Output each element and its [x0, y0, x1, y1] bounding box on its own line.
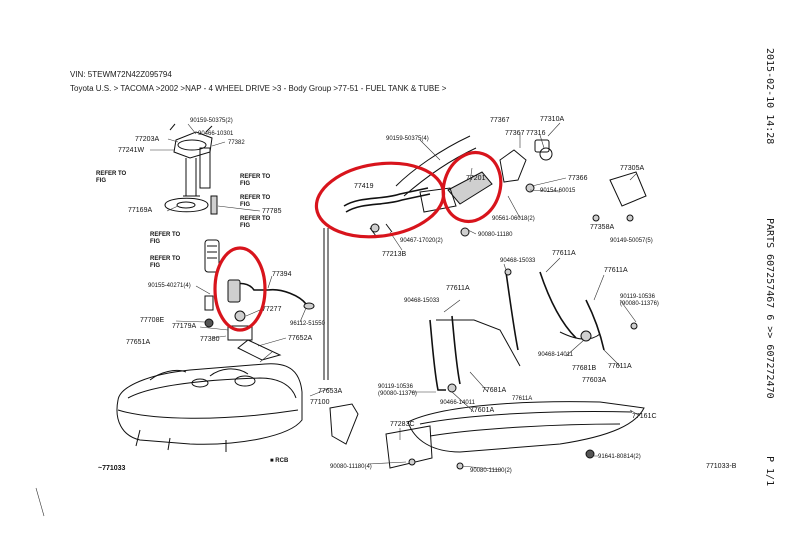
part-label: 77316	[526, 130, 546, 137]
refer-note: REFER TO	[150, 232, 181, 238]
part-label: 77601A	[470, 407, 494, 414]
part-label: 90119-10536	[620, 294, 656, 300]
fuel-pump-assembly	[164, 123, 315, 361]
figure-code-right: 771033-B	[706, 463, 737, 470]
part-label: 90119-10536	[378, 384, 414, 390]
part-label: (90080-11376)	[378, 391, 417, 397]
refer-to-fig-notes: REFER TO FIG REFER TO FIG REFER TO FIG R…	[96, 171, 271, 269]
part-label: 90154-60015	[540, 188, 576, 194]
part-label: 77611A	[512, 396, 532, 402]
part-label: 77241W	[118, 147, 144, 154]
part-label: 77611A	[604, 267, 628, 274]
fuel-tank	[116, 351, 359, 452]
part-label: 77651A	[126, 339, 150, 346]
part-label: 77681A	[482, 387, 506, 394]
refer-note: FIG	[96, 178, 106, 184]
refer-note: FIG	[240, 202, 250, 208]
part-label: 77419	[354, 183, 374, 190]
part-label: 77681B	[572, 365, 596, 372]
part-label: 77179A	[172, 323, 196, 330]
part-label: 77203A	[135, 136, 159, 143]
part-label: 77611A	[608, 363, 632, 370]
part-label: 91641-80814(2)	[598, 454, 641, 460]
scan-mark	[35, 487, 45, 517]
rcb-note: ■ RCB	[270, 458, 289, 464]
part-label: 77367	[490, 117, 510, 124]
refer-note: REFER TO	[240, 216, 271, 222]
part-label: 90466-10301	[198, 131, 234, 137]
part-label: 90080-11180(2)	[470, 468, 512, 474]
part-label: 77653A	[318, 388, 342, 395]
refer-note: FIG	[150, 239, 160, 245]
part-label: 77382	[228, 140, 245, 146]
part-label: (90080-11376)	[620, 301, 659, 307]
part-label: 77708E	[140, 317, 164, 324]
part-label: 77201	[466, 175, 486, 182]
part-label: 77611A	[552, 250, 576, 257]
right-callouts: 90468-15033 90468-15033 77611A 77611A 77…	[330, 250, 659, 474]
part-label: 77169A	[128, 207, 152, 214]
part-label: 77310A	[540, 116, 564, 123]
refer-note: FIG	[240, 181, 250, 187]
red-highlights	[213, 151, 503, 332]
tank-callouts: 77100 77653A ■ RCB	[270, 388, 342, 464]
vin-text: VIN: 5TEWM72N42Z095794	[70, 70, 172, 79]
part-label: 77283C	[390, 421, 415, 428]
part-label: 77652A	[288, 335, 312, 342]
part-label: 77305A	[620, 165, 644, 172]
part-label: 77358A	[590, 224, 614, 231]
highlight-77201-neck	[441, 151, 503, 223]
part-label: 77603A	[582, 377, 606, 384]
part-label: 90159-50375(4)	[386, 136, 429, 142]
refer-note: REFER TO	[240, 174, 271, 180]
refer-note: FIG	[240, 223, 250, 229]
part-label: 90468-15033	[500, 258, 536, 264]
part-label: 90149-50057(5)	[610, 238, 653, 244]
part-label: 77785	[262, 208, 282, 215]
highlight-77419-tube	[314, 161, 446, 239]
part-label: 96112-51550	[290, 321, 326, 327]
left-callouts: 90159-50375(2) 90466-10301 77382 77203A …	[118, 118, 326, 347]
part-label: 77100	[310, 399, 330, 406]
refer-note: REFER TO	[240, 195, 271, 201]
part-label: 77161C	[632, 413, 657, 420]
part-label: 90080-11180	[478, 232, 513, 238]
part-label: 90561-06018(2)	[492, 216, 535, 222]
part-label: 77277	[262, 306, 282, 313]
refer-note: FIG	[150, 263, 160, 269]
part-label: 90159-50375(2)	[190, 118, 233, 124]
part-label: 90468-15033	[404, 298, 440, 304]
tank-straps	[429, 268, 638, 393]
part-label: 90467-17020(2)	[400, 238, 443, 244]
middle-callouts: 90159-50375(4) 77419 77201 77213B 90467-…	[354, 116, 653, 258]
breadcrumb: Toyota U.S. > TACOMA >2002 >NAP - 4 WHEE…	[70, 84, 447, 93]
refer-note: REFER TO	[150, 256, 181, 262]
part-label: 77366	[568, 175, 588, 182]
refer-note: REFER TO	[96, 171, 127, 177]
figure-code-left: ~771033	[98, 465, 126, 472]
part-label: 90466-14011	[440, 400, 476, 406]
highlight-77277-valve	[213, 246, 267, 332]
part-label: 77611A	[446, 285, 470, 292]
part-label: 77213B	[382, 251, 406, 258]
part-label: 90155-40271(4)	[148, 283, 191, 289]
filler-tube	[323, 135, 647, 380]
part-label: 90468-14011	[538, 352, 574, 358]
part-label: 77394	[272, 271, 292, 278]
part-label: 77367	[505, 130, 525, 137]
part-label: 90080-11180(4)	[330, 464, 372, 470]
part-label: 77380	[200, 336, 220, 343]
tank-protector	[385, 401, 645, 470]
